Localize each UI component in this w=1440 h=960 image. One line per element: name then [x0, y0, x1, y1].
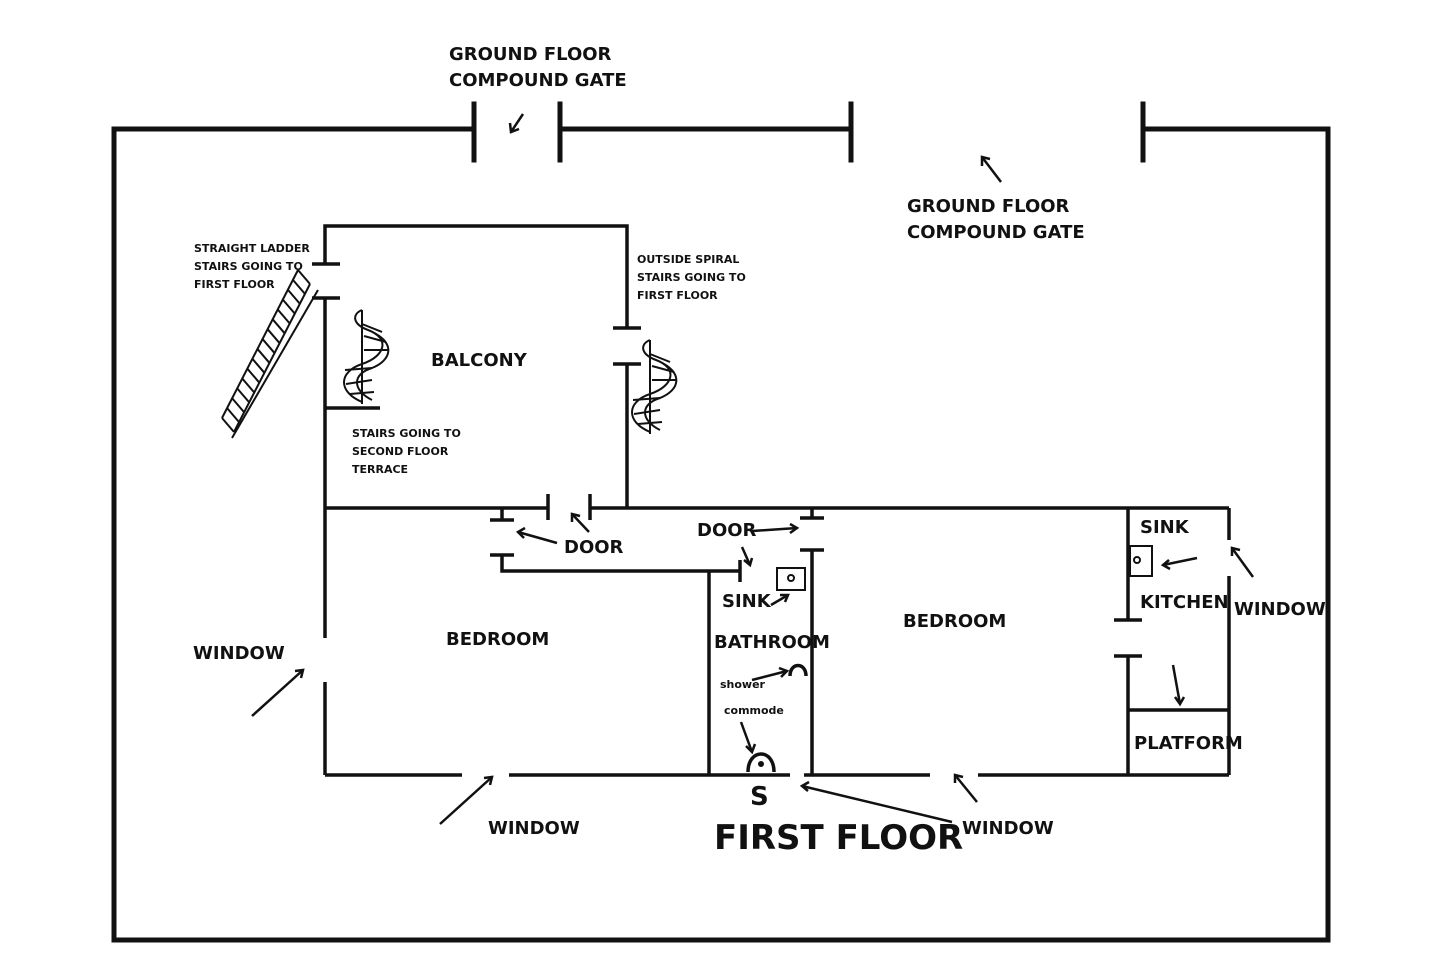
- compound-wall: [111, 126, 1331, 943]
- kitchen-sink: [1129, 545, 1153, 577]
- ladder-rung: [256, 348, 271, 364]
- ladder-rung: [236, 387, 250, 404]
- ladder-label-line: STRAIGHT LADDER: [194, 242, 310, 255]
- s-mark: S: [750, 782, 769, 812]
- ladder-rung: [282, 298, 296, 315]
- ladder-rung: [226, 407, 240, 423]
- ladder-rung: [266, 328, 281, 344]
- gate-label-line: GROUND FLOOR: [449, 44, 612, 65]
- ladder-rung: [276, 308, 291, 325]
- straight-ladder-label: STRAIGHT LADDER STAIRS GOING TO FIRST FL…: [194, 240, 310, 294]
- kitchen-label: KITCHEN: [1140, 592, 1229, 613]
- compound-gate-label-top: GROUND FLOOR COMPOUND GATE: [449, 42, 627, 94]
- door-label-left: DOOR: [564, 537, 624, 558]
- house-walls: [323, 494, 1231, 777]
- ladder-label-line: STAIRS GOING TO: [194, 260, 303, 274]
- bathroom-label: BATHROOM: [714, 632, 830, 653]
- ladder-label-line: FIRST FLOOR: [194, 278, 275, 292]
- window-label-bottom-right: WINDOW: [962, 818, 1054, 839]
- window-label-right: WINDOW: [1234, 599, 1326, 620]
- interior-partitions: [490, 508, 1229, 775]
- shower-head: [788, 663, 808, 677]
- commode-label: commode: [724, 704, 784, 717]
- balcony-label: BALCONY: [431, 350, 527, 371]
- bathroom-sink: [776, 567, 806, 591]
- kitchen-sink-label: SINK: [1140, 517, 1189, 538]
- compound-gate-label-right: GROUND FLOOR COMPOUND GATE: [907, 194, 1085, 246]
- compound-gate-posts: [471, 101, 1146, 163]
- commode: [746, 752, 776, 773]
- balcony-walls: [312, 224, 641, 508]
- bathroom-sink-label: SINK: [722, 591, 771, 612]
- terrace-label-line: SECOND FLOOR: [352, 445, 449, 459]
- ladder-rung: [297, 269, 311, 285]
- ladder-rung: [241, 377, 256, 394]
- platform-label: PLATFORM: [1134, 733, 1243, 754]
- spiral-stairs-outside: [631, 339, 678, 434]
- window-label-left: WINDOW: [193, 643, 285, 664]
- terrace-label-line: TERRACE: [352, 463, 409, 477]
- gate-label-line: GROUND FLOOR: [907, 196, 1070, 217]
- ladder-rung: [221, 417, 235, 433]
- window-label-bottom-left: WINDOW: [488, 818, 580, 839]
- spiral-label-line: STAIRS GOING TO: [637, 271, 746, 285]
- spiral-label-line: OUTSIDE SPIRAL: [637, 253, 740, 266]
- bedroom-left-label: BEDROOM: [446, 629, 550, 650]
- terrace-label-line: STAIRS GOING TO: [352, 427, 461, 440]
- shower-label: shower: [720, 678, 765, 691]
- spiral-label-line: FIRST FLOOR: [637, 289, 718, 303]
- outside-spiral-label: OUTSIDE SPIRAL STAIRS GOING TO FIRST FLO…: [637, 251, 746, 305]
- ladder-rung: [251, 358, 266, 374]
- ladder-rung: [246, 368, 261, 384]
- spiral-stairs-terrace: [343, 309, 390, 404]
- straight-ladder: [221, 269, 319, 439]
- floor-title: FIRST FLOOR: [714, 818, 964, 858]
- door-label-mid: DOOR: [697, 520, 757, 541]
- ladder-rung: [231, 397, 245, 413]
- ladder-rung: [271, 318, 286, 334]
- stairs-terrace-label: STAIRS GOING TO SECOND FLOOR TERRACE: [352, 425, 461, 479]
- ladder-rung: [261, 338, 276, 354]
- gate-label-line: COMPOUND GATE: [907, 222, 1085, 244]
- gate-label-line: COMPOUND GATE: [449, 70, 627, 92]
- annotation-arrows: [251, 113, 1255, 825]
- ladder-rung: [287, 289, 301, 305]
- bedroom-right-label: BEDROOM: [903, 611, 1007, 632]
- ladder-rung: [292, 279, 306, 295]
